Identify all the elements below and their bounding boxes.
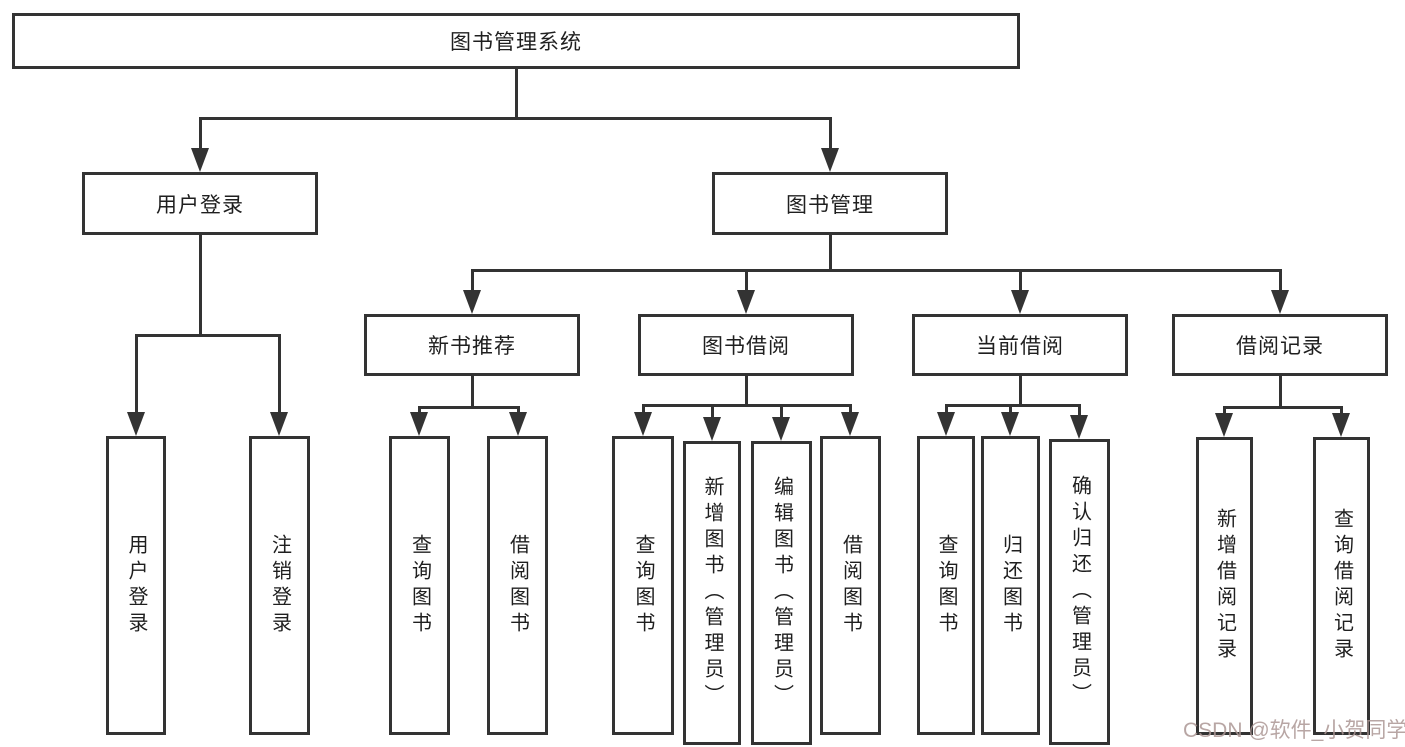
arrow-down-icon (191, 148, 209, 172)
node-user-login: 用户登录 (82, 172, 318, 235)
csdn-watermark: CSDN @软件_小贺同学 (1183, 719, 1405, 742)
connector-line (849, 405, 852, 416)
leaf-borrow-books: 借阅图书 (820, 436, 881, 735)
node-label: 确认归还（管理员） (1068, 475, 1091, 709)
connector-line (745, 376, 748, 406)
arrow-down-icon (772, 417, 790, 441)
arrow-down-icon (463, 290, 481, 314)
arrow-down-icon (821, 148, 839, 172)
node-label: 用户登录 (156, 193, 244, 217)
leaf-edit-book-admin: 编辑图书（管理员） (751, 441, 812, 745)
connector-line (471, 376, 474, 408)
node-label: 借阅记录 (1236, 335, 1324, 358)
connector-line (642, 405, 645, 416)
arrow-down-icon (634, 412, 652, 436)
node-label: 查询借阅记录 (1330, 508, 1353, 664)
connector-line (642, 404, 852, 407)
arrow-down-icon (1070, 415, 1088, 439)
leaf-query-borrow-record: 查询借阅记录 (1313, 437, 1370, 735)
connector-line (278, 335, 281, 414)
node-book-management: 图书管理 (712, 172, 948, 235)
connector-line (1078, 405, 1081, 418)
node-label: 图书借阅 (702, 335, 790, 358)
connector-line (1279, 270, 1282, 294)
leaf-user-login: 用户登录 (106, 436, 166, 735)
connector-line (1019, 270, 1022, 294)
connector-line (418, 407, 421, 416)
node-label: 新增借阅记录 (1213, 508, 1236, 664)
connector-line (745, 270, 748, 294)
node-label: 借阅图书 (839, 533, 862, 638)
arrow-down-icon (270, 412, 288, 436)
node-label: 注销登录 (268, 533, 291, 638)
connector-line (199, 235, 202, 336)
arrow-down-icon (1001, 412, 1019, 436)
arrow-down-icon (127, 412, 145, 436)
leaf-query-books: 查询图书 (917, 436, 975, 735)
node-label: 用户登录 (125, 533, 147, 638)
node-library-management-system: 图书管理系统 (12, 13, 1020, 69)
leaf-add-borrow-record: 新增借阅记录 (1196, 437, 1253, 735)
node-new-book-recommendation: 新书推荐 (364, 314, 580, 376)
leaf-query-books: 查询图书 (389, 436, 450, 735)
connector-line (945, 404, 1081, 407)
node-borrowing-records: 借阅记录 (1172, 314, 1388, 376)
node-label: 新增图书（管理员） (701, 476, 723, 710)
arrow-down-icon (703, 417, 721, 441)
arrow-down-icon (1332, 413, 1350, 437)
connector-line (418, 406, 520, 409)
connector-line (1019, 376, 1022, 406)
arrow-down-icon (737, 290, 755, 314)
arrow-down-icon (1011, 290, 1029, 314)
arrow-down-icon (410, 412, 428, 436)
node-label: 查询图书 (632, 533, 654, 638)
leaf-return-books: 归还图书 (981, 436, 1040, 735)
connector-line (135, 335, 138, 414)
connector-line (199, 117, 832, 120)
arrow-down-icon (1215, 413, 1233, 437)
connector-line (829, 118, 832, 152)
connector-line (780, 405, 783, 419)
node-label: 图书管理系统 (450, 31, 582, 54)
node-label: 图书管理 (786, 193, 874, 217)
node-book-borrowing: 图书借阅 (638, 314, 854, 376)
node-current-borrowing: 当前借阅 (912, 314, 1128, 376)
connector-line (471, 269, 1282, 272)
arrow-down-icon (509, 412, 527, 436)
connector-line (471, 270, 474, 294)
connector-line (1009, 405, 1012, 416)
node-label: 查询图书 (408, 533, 431, 638)
leaf-confirm-return-admin: 确认归还（管理员） (1049, 439, 1110, 745)
connector-line (829, 235, 832, 271)
arrow-down-icon (841, 412, 859, 436)
node-label: 编辑图书（管理员） (770, 476, 793, 710)
node-label: 归还图书 (999, 533, 1022, 638)
connector-line (135, 334, 281, 337)
node-label: 新书推荐 (428, 335, 516, 358)
node-label: 当前借阅 (976, 335, 1064, 358)
node-label: 借阅图书 (506, 533, 529, 638)
leaf-logout: 注销登录 (249, 436, 310, 735)
arrow-down-icon (937, 412, 955, 436)
connector-line (711, 405, 714, 419)
connector-line (1279, 376, 1282, 408)
node-label: 查询图书 (935, 533, 957, 638)
connector-line (1223, 406, 1343, 409)
connector-line (515, 68, 518, 118)
connector-line (199, 118, 202, 152)
connector-line (1223, 407, 1226, 416)
arrow-down-icon (1271, 290, 1289, 314)
leaf-add-book-admin: 新增图书（管理员） (683, 441, 741, 745)
connector-line (517, 407, 520, 416)
leaf-query-books: 查询图书 (612, 436, 674, 735)
connector-line (945, 405, 948, 416)
connector-line (1340, 407, 1343, 416)
leaf-borrow-books: 借阅图书 (487, 436, 548, 735)
